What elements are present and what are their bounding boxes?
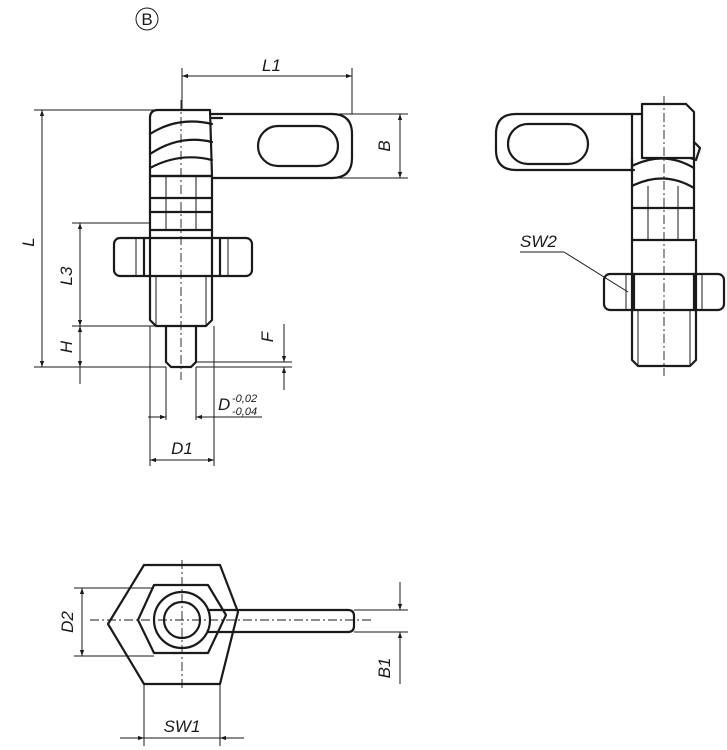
dim-B: B xyxy=(375,140,394,151)
dim-L: L xyxy=(19,237,38,246)
dim-H: H xyxy=(57,340,76,353)
dim-D-tol-upper: -0,02 xyxy=(232,393,257,405)
dim-D-tol-lower: -0,04 xyxy=(232,406,257,418)
side-cam-head xyxy=(630,102,702,242)
front-view xyxy=(112,100,354,380)
side-view: SW2 xyxy=(494,96,726,376)
dim-D1: D1 xyxy=(171,439,193,458)
top-lock-nut-hex xyxy=(106,563,240,686)
side-hex-body xyxy=(630,186,696,242)
front-hex-body xyxy=(148,174,214,232)
side-handle xyxy=(494,112,644,172)
top-view xyxy=(90,560,372,690)
dim-SW2-leader: SW2 xyxy=(520,232,629,293)
dim-L1: L1 xyxy=(262,56,281,75)
dim-SW1: SW1 xyxy=(164,717,201,736)
dim-B1: B1 xyxy=(375,658,394,679)
front-lock-nut xyxy=(112,236,254,278)
variant-marker-letter: B xyxy=(141,10,152,29)
dim-D2: D2 xyxy=(58,611,77,633)
front-handle xyxy=(208,112,354,180)
side-threaded-shank xyxy=(630,238,698,368)
dim-D: D xyxy=(218,395,230,414)
top-handle-bar xyxy=(206,608,356,634)
dim-L3: L3 xyxy=(57,266,76,285)
front-dimensions: L1 B L L3 H F D -0,02 -0,04 xyxy=(19,56,408,466)
dim-F: F xyxy=(258,330,277,342)
variant-marker: B xyxy=(135,7,159,31)
top-dimensions: D2 B1 SW1 xyxy=(58,582,408,746)
dim-SW2: SW2 xyxy=(520,232,557,251)
